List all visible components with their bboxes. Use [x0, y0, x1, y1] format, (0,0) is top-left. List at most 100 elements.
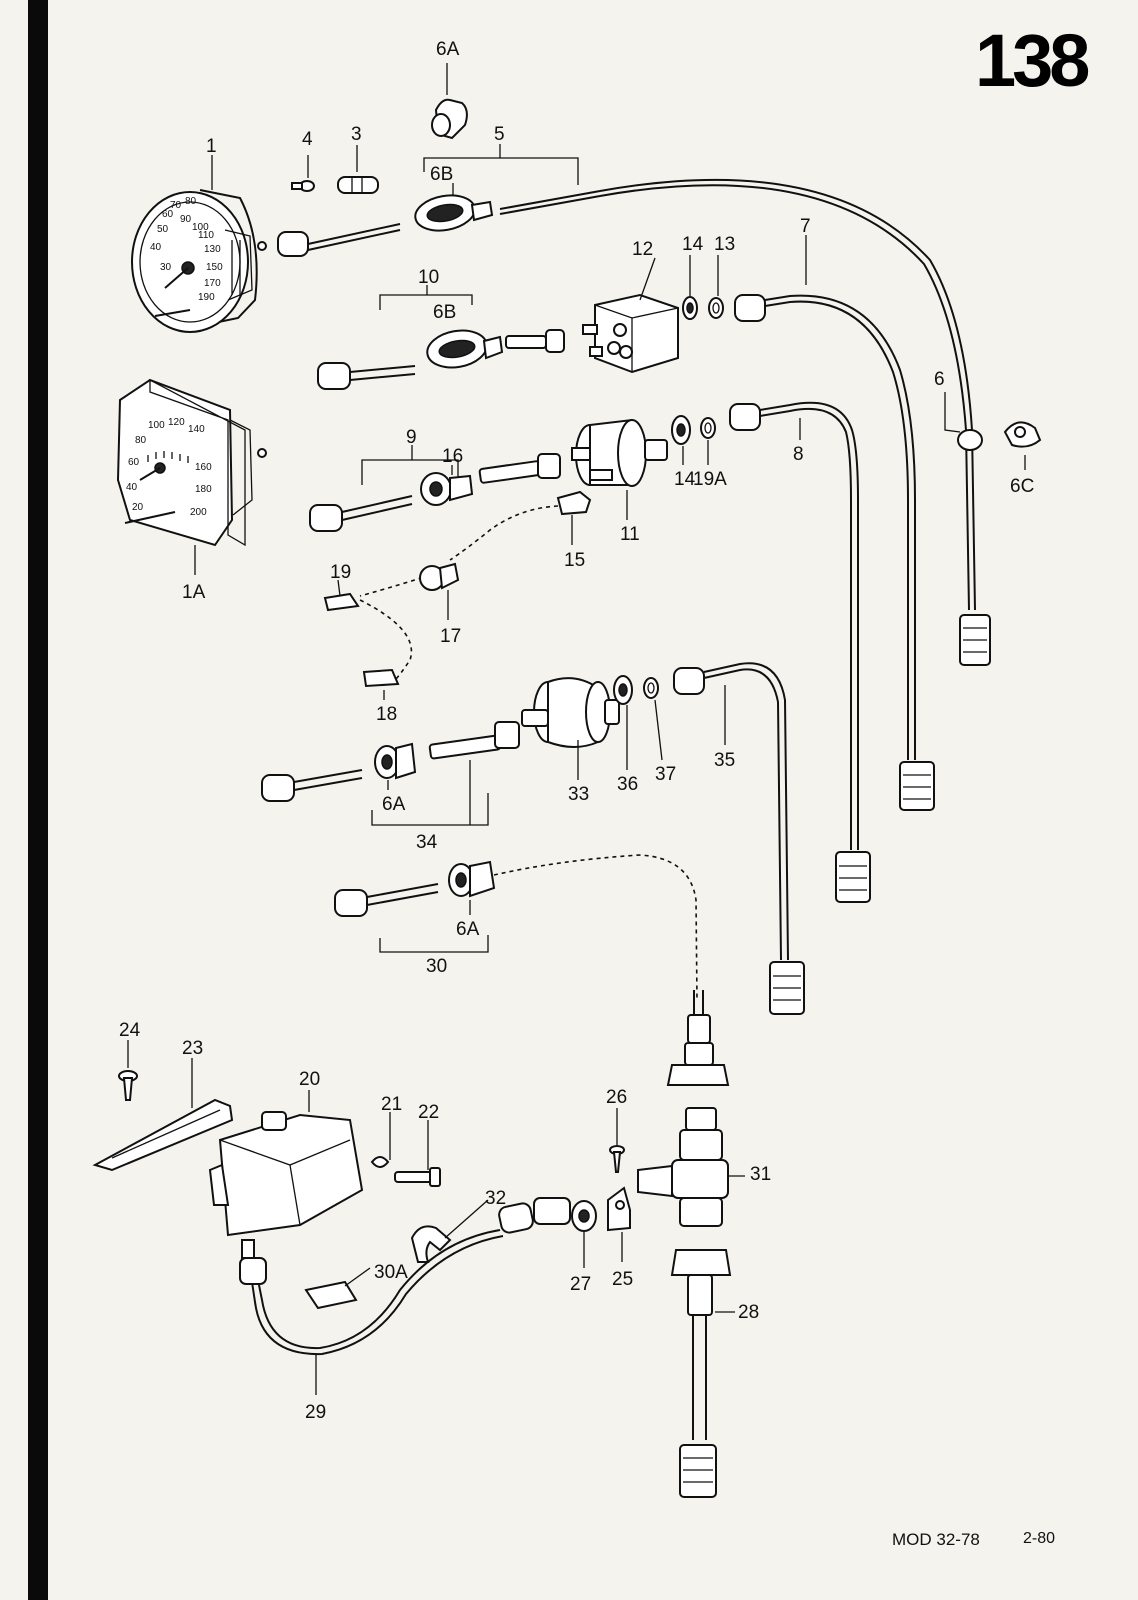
speedo-1A-tick-180: 180	[195, 484, 212, 495]
speedo-1-tick-40: 40	[150, 242, 162, 253]
speedo-1-tick-80: 80	[185, 196, 197, 207]
callout-10: 10	[418, 267, 439, 288]
scan-margin	[0, 0, 8, 1600]
switch-33	[521, 677, 620, 748]
callout-1: 1	[206, 136, 217, 157]
cable-29	[239, 1197, 571, 1356]
callout-9: 9	[406, 427, 417, 448]
speedo-1-tick-50: 50	[157, 224, 169, 235]
callout-8: 8	[793, 444, 804, 465]
callout-7: 7	[800, 216, 811, 237]
long-cable-6	[599, 178, 991, 666]
washer-14-top	[682, 296, 698, 320]
grommet-6A-low	[448, 860, 496, 898]
bracket-23	[92, 1098, 234, 1172]
callout-6A-low: 6A	[456, 919, 480, 940]
connector-15	[556, 490, 592, 516]
speedometer-1: 30 40 50 60 70 80 90 100 110 130 150 170…	[131, 189, 267, 333]
bulb-holder-3	[337, 176, 379, 194]
ring-13	[708, 297, 724, 319]
callout-3: 3	[351, 124, 362, 145]
speedo-1A-tick-120: 120	[168, 417, 185, 428]
wire-harness	[359, 505, 559, 681]
speedo-1-tick-150: 150	[206, 262, 223, 273]
grommet-27	[571, 1200, 597, 1232]
washer-14-mid	[671, 415, 691, 445]
callout-13: 13	[714, 234, 735, 255]
callout-6B-top: 6B	[430, 164, 453, 185]
reservoir-20	[208, 1111, 364, 1259]
callout-1A: 1A	[182, 582, 206, 603]
speedo-1A-tick-100: 100	[148, 420, 165, 431]
callout-29: 29	[305, 1402, 326, 1423]
speedo-1-tick-60: 60	[162, 209, 174, 220]
cable-7	[734, 294, 935, 811]
speedo-1-tick-190: 190	[198, 292, 215, 303]
speedo-1A-tick-60: 60	[128, 457, 140, 468]
speedo-1A-tick-80: 80	[135, 435, 147, 446]
grommet-6B-top	[414, 194, 494, 232]
cable-10	[317, 362, 416, 390]
cable-35	[673, 662, 805, 1015]
page-number: 138	[975, 19, 1090, 102]
speedo-1-tick-90: 90	[180, 214, 192, 225]
callout-21: 21	[381, 1094, 402, 1115]
screw-26	[609, 1145, 625, 1173]
clip-6C	[1003, 421, 1042, 448]
callout-6B-mid: 6B	[433, 302, 456, 323]
callout-14-mid: 14	[674, 469, 696, 490]
cable-8	[729, 401, 871, 903]
callout-5: 5	[494, 124, 505, 145]
model-code: MOD 32-78	[892, 1530, 980, 1549]
callout-14-top: 14	[682, 234, 704, 255]
callout-35: 35	[714, 750, 735, 771]
callout-33: 33	[568, 784, 589, 805]
speedo-1A-tick-160: 160	[195, 462, 212, 473]
speedo-1-tick-70: 70	[170, 200, 182, 211]
cable-end-9	[478, 453, 561, 484]
callout-30A: 30A	[374, 1262, 408, 1283]
connector-18	[362, 668, 400, 688]
t-piece-31	[637, 1107, 745, 1227]
callout-22: 22	[418, 1102, 439, 1123]
callout-28: 28	[738, 1302, 759, 1323]
plug-17	[419, 562, 460, 591]
speedo-1-tick-30: 30	[160, 262, 172, 273]
callout-12: 12	[632, 239, 653, 260]
binding-edge	[28, 0, 48, 1600]
callout-15: 15	[564, 550, 585, 571]
callout-24: 24	[119, 1020, 141, 1041]
callout-19A: 19A	[693, 469, 727, 490]
fitting-28	[670, 1249, 732, 1498]
callout-6A-top: 6A	[436, 39, 460, 60]
grommet-6A-mid	[374, 742, 417, 780]
bulb-4	[291, 180, 315, 192]
fitting-upper	[666, 990, 730, 1086]
callout-37: 37	[655, 764, 676, 785]
speedo-1A-tick-200: 200	[190, 507, 207, 518]
ring-37	[643, 677, 659, 699]
callout-26: 26	[606, 1087, 627, 1108]
connector-19	[323, 592, 360, 612]
bracket-25	[607, 1186, 631, 1232]
ring-19A	[700, 417, 716, 439]
cable-5	[277, 190, 601, 257]
callout-19: 19	[330, 562, 351, 583]
callout-17: 17	[440, 626, 461, 647]
callout-36: 36	[617, 774, 638, 795]
screw-24	[118, 1070, 138, 1101]
callout-16: 16	[442, 446, 463, 467]
speedo-1-tick-130: 130	[204, 244, 221, 255]
cable-30	[334, 883, 439, 917]
cable-9	[309, 495, 413, 532]
callout-23: 23	[182, 1038, 203, 1059]
cable-30-run	[493, 854, 698, 1001]
speedo-1A-tick-20: 20	[132, 502, 144, 513]
grommet-16	[420, 472, 474, 506]
speedometer-1A: 20 40 60 80 100 120 140 160 180 200	[116, 378, 267, 547]
revision-date: 2-80	[1023, 1530, 1056, 1547]
speedo-1-tick-110: 110	[198, 230, 214, 241]
grommet-6B-mid	[426, 329, 504, 369]
callout-labels: 1 1A 3 4 5 6A 6B 6B 6 6C 7 8 9 10 11 12 …	[119, 39, 1034, 1423]
callout-18: 18	[376, 704, 397, 725]
